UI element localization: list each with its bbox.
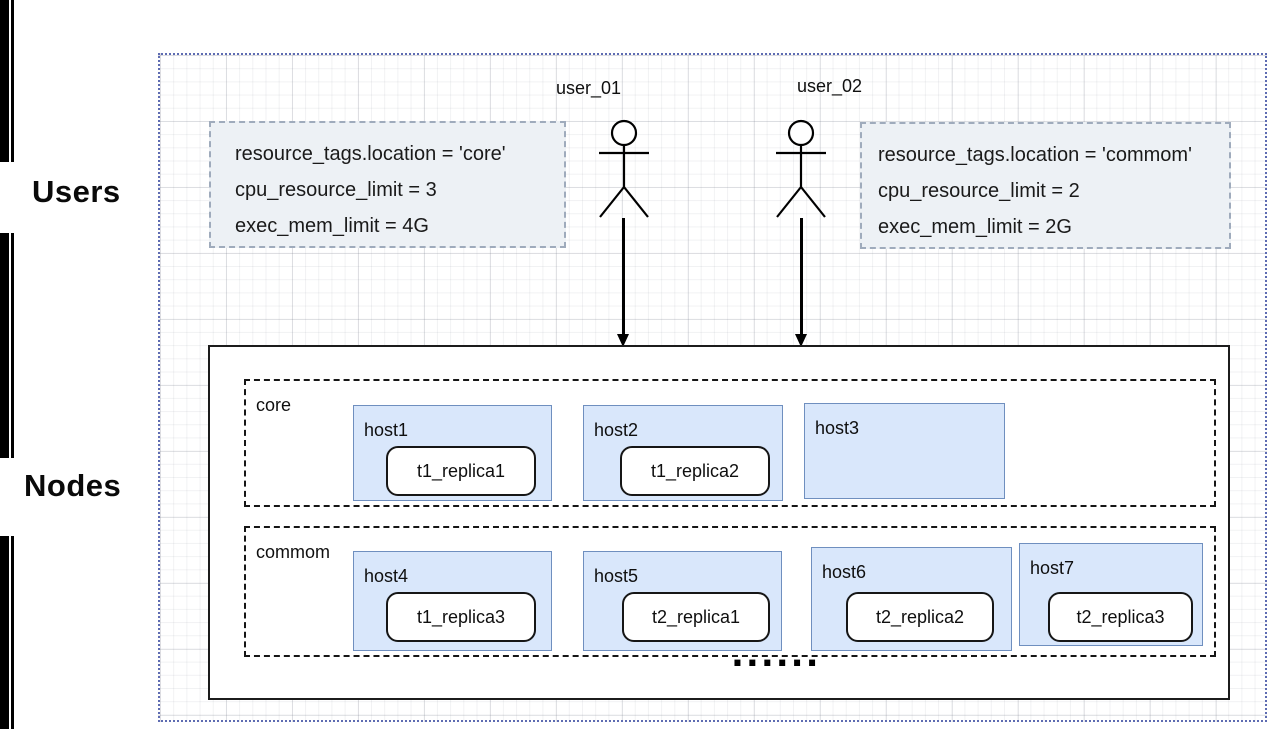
- resource-tag-line: cpu_resource_limit = 2: [878, 180, 1080, 202]
- host-label: host3: [815, 418, 860, 438]
- nodes-section-label: Nodes: [24, 468, 122, 503]
- host-box-host1: host1 t1_replica1: [353, 405, 552, 501]
- host-box-host2: host2 t1_replica2: [583, 405, 783, 501]
- resource-tag-line: cpu_resource_limit = 3: [235, 179, 437, 201]
- arrow-down-icon: [795, 218, 807, 347]
- group-commom: commom host4 t1_replica3 host5 t2_replic…: [244, 526, 1216, 657]
- host-label: host2: [594, 420, 639, 440]
- user2-label: user_02: [797, 76, 863, 96]
- letterbox-bar-line: [11, 0, 14, 162]
- host-label: host1: [364, 420, 409, 440]
- letterbox-bar-line: [11, 233, 14, 458]
- user1-resource-note: resource_tags.location = 'core' cpu_reso…: [209, 121, 566, 248]
- user1-label: user_01: [556, 78, 622, 98]
- letterbox-bar: [0, 233, 9, 458]
- resource-tag-line: exec_mem_limit = 2G: [878, 216, 1072, 238]
- user2-resource-note: resource_tags.location = 'commom' cpu_re…: [860, 122, 1231, 249]
- replica-box: t1_replica1: [386, 446, 536, 496]
- host-box-host3: host3: [804, 403, 1005, 499]
- group-commom-label: commom: [256, 542, 331, 562]
- user1-actor-icon: [598, 119, 650, 219]
- group-core: core host1 t1_replica1 host2 t1_replica2…: [244, 379, 1216, 507]
- letterbox-bar: [0, 536, 9, 729]
- host-box-host6: host6 t2_replica2: [811, 547, 1012, 651]
- replica-box: t2_replica1: [622, 592, 770, 642]
- host-box-host7: host7 t2_replica3: [1019, 543, 1203, 646]
- users-section-label: Users: [32, 174, 121, 209]
- resource-tag-line: resource_tags.location = 'commom': [878, 144, 1192, 166]
- resource-tag-line: exec_mem_limit = 4G: [235, 215, 429, 237]
- resource-tag-line: resource_tags.location = 'core': [235, 143, 506, 165]
- host-box-host5: host5 t2_replica1: [583, 551, 782, 651]
- group-core-label: core: [256, 395, 292, 415]
- host-label: host6: [822, 562, 867, 582]
- diagram-canvas: resource_tags.location = 'core' cpu_reso…: [158, 53, 1267, 722]
- user2-actor-icon: [775, 119, 827, 219]
- replica-box: t1_replica2: [620, 446, 770, 496]
- host-label: host5: [594, 566, 639, 586]
- letterbox-bar: [0, 0, 9, 162]
- host-box-host4: host4 t1_replica3: [353, 551, 552, 651]
- letterbox-bar-line: [11, 536, 14, 729]
- nodes-container: core host1 t1_replica1 host2 t1_replica2…: [208, 345, 1230, 700]
- arrow-down-icon: [617, 218, 629, 347]
- host-label: host4: [364, 566, 409, 586]
- ellipsis-dots: ......: [731, 635, 821, 675]
- replica-box: t2_replica2: [846, 592, 994, 642]
- replica-box: t1_replica3: [386, 592, 536, 642]
- host-label: host7: [1030, 558, 1075, 578]
- replica-box: t2_replica3: [1048, 592, 1193, 642]
